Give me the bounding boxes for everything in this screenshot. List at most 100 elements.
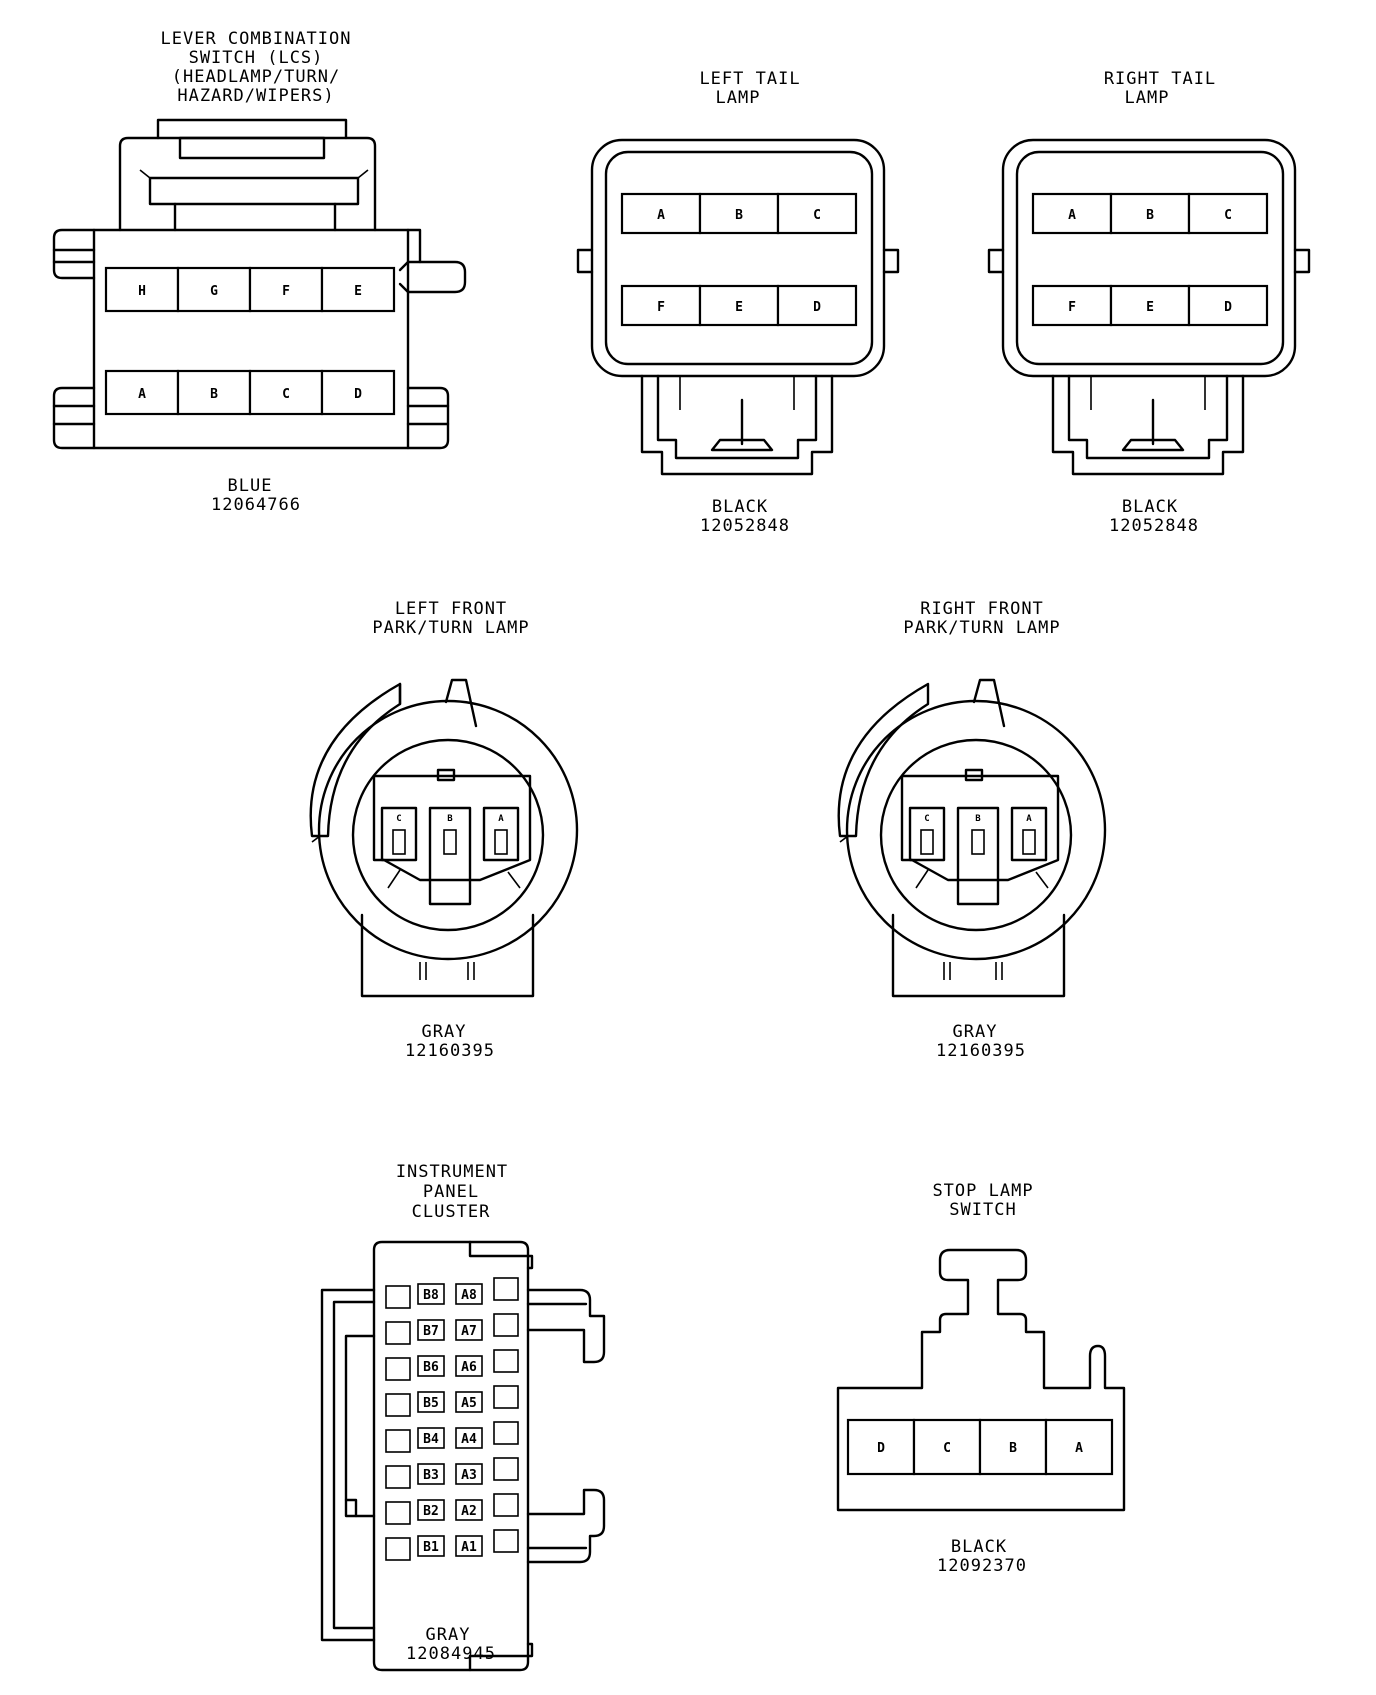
- lcs-pin-row-bottom: A B C D: [104, 369, 396, 416]
- stop-lamp-title-line-2: SWITCH: [949, 1200, 1016, 1220]
- right-tail-title-line-2: LAMP: [1125, 88, 1170, 108]
- connector-left-tail: LEFT TAIL LAMP A B C: [576, 69, 900, 536]
- right-front-housing: [837, 678, 1107, 998]
- stop-lamp-pin-row: D C B A: [846, 1418, 1114, 1476]
- left-front-housing: [309, 678, 579, 998]
- lcs-pin-F: F: [282, 284, 290, 299]
- ipc-pin-B1: B1: [423, 1540, 439, 1555]
- right-tail-pin-F: F: [1068, 300, 1076, 315]
- left-tail-pin-row-top: A B C: [620, 192, 858, 235]
- connector-right-front: RIGHT FRONT PARK/TURN LAMP C B: [837, 599, 1107, 1061]
- connector-lcs: LEVER COMBINATION SWITCH (LCS) (HEADLAMP…: [52, 29, 467, 515]
- connector-ipc: INSTRUMENT PANEL CLUSTER: [320, 1162, 606, 1672]
- right-front-title-line-2: PARK/TURN LAMP: [903, 618, 1060, 638]
- right-tail-pin-C: C: [1224, 208, 1232, 223]
- right-tail-title-line-1: RIGHT TAIL: [1104, 69, 1216, 89]
- ipc-pin-B4: B4: [423, 1432, 439, 1447]
- lcs-pin-B: B: [210, 387, 218, 402]
- lcs-color: BLUE: [228, 476, 273, 496]
- ipc-pin-B2: B2: [423, 1504, 439, 1519]
- left-tail-pin-C: C: [813, 208, 821, 223]
- lcs-pin-G: G: [210, 284, 218, 299]
- left-front-pin-B: B: [447, 814, 453, 824]
- ipc-pin-A7: A7: [461, 1324, 477, 1339]
- ipc-title-line-1: INSTRUMENT: [396, 1162, 508, 1182]
- ipc-pin-B8: B8: [423, 1288, 439, 1303]
- ipc-pin-A2: A2: [461, 1504, 477, 1519]
- left-front-title-line-1: LEFT FRONT: [395, 599, 507, 619]
- right-tail-pin-B: B: [1146, 208, 1154, 223]
- left-tail-pin-row-bottom: F E D: [620, 284, 858, 327]
- ipc-pin-column-a: A8 A7 A6 A5 A4 A3 A2 A1: [455, 1283, 483, 1557]
- left-front-title-line-2: PARK/TURN LAMP: [372, 618, 529, 638]
- ipc-pin-A3: A3: [461, 1468, 477, 1483]
- stop-lamp-part-number: 12092370: [937, 1556, 1027, 1576]
- left-tail-pin-F: F: [657, 300, 665, 315]
- lcs-pin-A: A: [138, 387, 146, 402]
- stop-lamp-housing: [836, 1248, 1126, 1512]
- right-front-pin-A: A: [1026, 814, 1032, 824]
- right-tail-pin-D: D: [1224, 300, 1232, 315]
- ipc-pin-B6: B6: [423, 1360, 439, 1375]
- right-front-pin-C: C: [924, 814, 929, 824]
- stop-lamp-color: BLACK: [951, 1537, 1007, 1557]
- left-tail-pin-D: D: [813, 300, 821, 315]
- ipc-pin-A1: A1: [461, 1540, 477, 1555]
- left-tail-pin-B: B: [735, 208, 743, 223]
- lcs-part-number: 12064766: [211, 495, 301, 515]
- lcs-pin-D: D: [354, 387, 362, 402]
- right-front-title-line-1: RIGHT FRONT: [920, 599, 1044, 619]
- right-tail-part-number: 12052848: [1109, 516, 1199, 536]
- lcs-title-line-1: LEVER COMBINATION: [161, 29, 352, 49]
- right-tail-pin-E: E: [1146, 300, 1154, 315]
- connector-right-tail: RIGHT TAIL LAMP A B C: [987, 69, 1311, 536]
- ipc-title-line-2: PANEL: [423, 1182, 479, 1202]
- left-tail-pin-A: A: [657, 208, 665, 223]
- left-tail-pin-E: E: [735, 300, 743, 315]
- ipc-part-number: 12084945: [406, 1644, 496, 1664]
- right-front-terminals: C B A: [908, 806, 1048, 906]
- left-tail-color: BLACK: [712, 497, 768, 517]
- left-tail-part-number: 12052848: [700, 516, 790, 536]
- stop-lamp-title-line-1: STOP LAMP: [932, 1181, 1033, 1201]
- lcs-pin-E: E: [354, 284, 362, 299]
- ipc-pin-A6: A6: [461, 1360, 477, 1375]
- left-front-pin-C: C: [396, 814, 401, 824]
- ipc-terminal-cells: [385, 1277, 519, 1561]
- ipc-pin-A8: A8: [461, 1288, 477, 1303]
- ipc-pin-A4: A4: [461, 1432, 477, 1447]
- lcs-pin-C: C: [282, 387, 290, 402]
- lcs-title-line-2: SWITCH (LCS): [189, 48, 324, 68]
- connector-stop-lamp: STOP LAMP SWITCH D C B A BLACK 12092370: [836, 1181, 1126, 1576]
- right-tail-pin-row-bottom: F E D: [1031, 284, 1269, 327]
- stop-lamp-pin-C: C: [943, 1441, 951, 1456]
- ipc-pin-B7: B7: [423, 1324, 439, 1339]
- left-tail-housing: [576, 138, 900, 476]
- left-front-terminals: C B A: [380, 806, 520, 906]
- lcs-title-line-4: HAZARD/WIPERS): [177, 86, 334, 106]
- left-tail-title-line-2: LAMP: [716, 88, 761, 108]
- right-front-pin-B: B: [975, 814, 981, 824]
- ipc-pin-column-b: B8 B7 B6 B5 B4 B3 B2 B1: [417, 1283, 445, 1557]
- lcs-title-line-3: (HEADLAMP/TURN/: [172, 67, 341, 87]
- connector-left-front: LEFT FRONT PARK/TURN LAMP: [309, 599, 579, 1061]
- left-front-part-number: 12160395: [405, 1041, 495, 1061]
- ipc-housing: [320, 1240, 606, 1672]
- lcs-housing: [52, 118, 467, 450]
- stop-lamp-pin-D: D: [877, 1441, 885, 1456]
- right-tail-housing: [987, 138, 1311, 476]
- ipc-pin-A5: A5: [461, 1396, 477, 1411]
- right-tail-pin-row-top: A B C: [1031, 192, 1269, 235]
- stop-lamp-pin-A: A: [1075, 1441, 1083, 1456]
- ipc-title-line-3: CLUSTER: [412, 1202, 491, 1222]
- right-tail-color: BLACK: [1122, 497, 1178, 517]
- right-front-color: GRAY: [953, 1022, 998, 1042]
- ipc-pin-B5: B5: [423, 1396, 439, 1411]
- left-tail-title-line-1: LEFT TAIL: [699, 69, 800, 89]
- lcs-pin-row-top: H G F E: [104, 266, 396, 313]
- left-front-color: GRAY: [422, 1022, 467, 1042]
- lcs-title: LEVER COMBINATION SWITCH (LCS) (HEADLAMP…: [161, 29, 352, 106]
- right-front-part-number: 12160395: [936, 1041, 1026, 1061]
- lcs-pin-H: H: [138, 284, 146, 299]
